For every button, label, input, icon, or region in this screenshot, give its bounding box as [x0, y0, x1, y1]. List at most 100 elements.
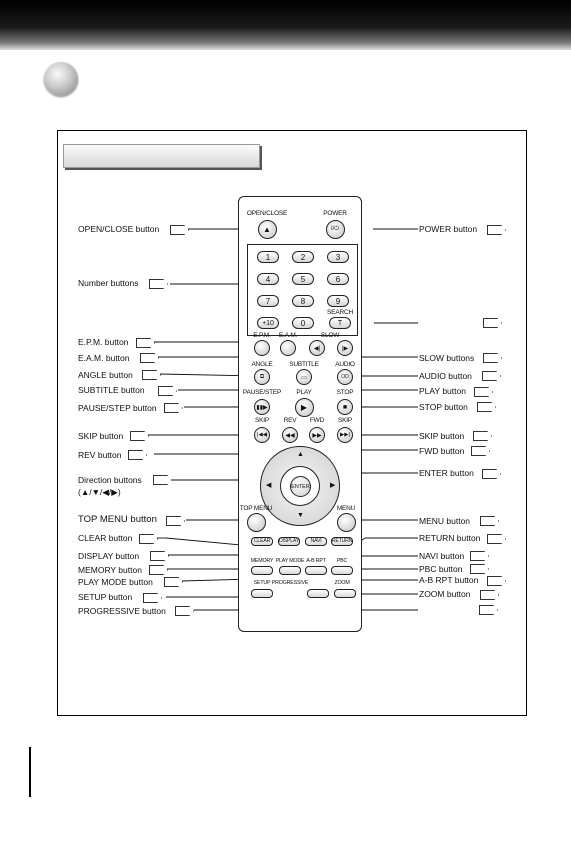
- memory-button[interactable]: [251, 565, 273, 575]
- number-button-0[interactable]: 0: [292, 317, 314, 329]
- stop-button[interactable]: ■: [337, 399, 353, 415]
- angle-button[interactable]: ⧉: [254, 369, 270, 385]
- eam-button[interactable]: [280, 340, 296, 356]
- angle-callout: ANGLE button: [78, 370, 133, 380]
- pbc-callout: PBC button: [419, 564, 463, 574]
- eam-label: E.A.M.: [278, 332, 298, 339]
- number-button-3[interactable]: 3: [327, 251, 349, 263]
- page-ref-box: [480, 516, 499, 526]
- menu-button[interactable]: [336, 512, 356, 532]
- stop-callout: STOP button: [419, 402, 468, 412]
- right-arrow-button[interactable]: ▶: [330, 482, 336, 489]
- skip-callout-right: SKIP button: [419, 431, 465, 441]
- page-ref-box: [474, 387, 493, 397]
- header-band: [0, 0, 571, 50]
- number-button-5[interactable]: 5: [292, 273, 314, 285]
- ab-rpt-callout: A-B RPT button: [419, 575, 479, 585]
- zoom-button[interactable]: [334, 588, 356, 598]
- subtitle-button[interactable]: ▭: [296, 369, 312, 385]
- menu-callout: MENU button: [419, 516, 471, 526]
- slow-label: SLOW: [320, 332, 340, 339]
- epm-button[interactable]: [254, 340, 270, 356]
- up-arrow-button[interactable]: ▲: [297, 451, 304, 458]
- pause-step-button[interactable]: ▮▮▶: [254, 399, 270, 415]
- fwd-button[interactable]: ▶▶: [309, 427, 325, 443]
- number-button-2[interactable]: 2: [292, 251, 314, 263]
- number-button-9[interactable]: 9: [327, 295, 349, 307]
- play-mode-label: PLAY MODE: [275, 558, 305, 564]
- audio-label: AUDIO: [335, 361, 355, 368]
- skip-forward-button[interactable]: ▶▶|: [337, 427, 353, 443]
- subtitle-label: SUBTITLE: [289, 361, 319, 368]
- power-callout: POWER button: [419, 224, 478, 234]
- page-ref-box: [149, 279, 168, 289]
- number-button-4[interactable]: 4: [257, 273, 279, 285]
- slow-callout: SLOW buttons: [419, 353, 475, 363]
- power-button[interactable]: I/⏻: [325, 219, 345, 239]
- section-tab: [63, 144, 260, 168]
- page-ref-box: [473, 431, 492, 441]
- setup-label: SETUP: [253, 580, 271, 586]
- rev-button[interactable]: ◀◀: [282, 427, 298, 443]
- play-mode-callout: PLAY MODE button: [78, 577, 153, 587]
- zoom-label: ZOOM: [334, 580, 350, 586]
- angle-label: ANGLE: [251, 361, 273, 368]
- number-button-1[interactable]: 1: [257, 251, 279, 263]
- search-button[interactable]: T: [329, 317, 351, 329]
- top-menu-button[interactable]: [246, 512, 266, 532]
- memory-callout: MEMORY button: [78, 565, 142, 575]
- page-ref-box: [149, 565, 168, 575]
- audio-button[interactable]: OD: [337, 369, 353, 385]
- page-ref-box: [487, 576, 506, 586]
- illustration-frame: [57, 130, 527, 716]
- direction-arrows-callout: (▲/▼/◀/▶): [78, 487, 121, 497]
- stop-label: STOP: [336, 389, 354, 396]
- display-button[interactable]: DISPLAY: [278, 536, 300, 546]
- open-close-button[interactable]: ▲: [257, 219, 277, 239]
- number-button-6[interactable]: 6: [327, 273, 349, 285]
- clear-button[interactable]: CLEAR: [251, 536, 273, 546]
- menu-label: MENU: [336, 505, 356, 512]
- number-button-7[interactable]: 7: [257, 295, 279, 307]
- top-menu-label: TOP MENU: [239, 505, 273, 512]
- power-label: POWER: [323, 210, 347, 217]
- rev-label: REV: [283, 417, 297, 424]
- progressive-callout: PROGRESSIVE button: [78, 606, 166, 616]
- page-ref-box: [166, 516, 185, 526]
- pause-step-label: PAUSE/STEP: [242, 389, 282, 396]
- ab-rpt-button[interactable]: [305, 565, 327, 575]
- enter-button[interactable]: ENTER: [290, 476, 311, 497]
- number-callout: Number buttons: [78, 278, 139, 288]
- return-button[interactable]: RETURN: [331, 536, 353, 546]
- slow-forward-button[interactable]: |▶: [337, 340, 353, 356]
- progressive-button[interactable]: [307, 588, 329, 598]
- audio-callout: AUDIO button: [419, 371, 472, 381]
- play-mode-button[interactable]: [279, 565, 301, 575]
- page-ref-box: [480, 590, 499, 600]
- page-ref-box: [470, 551, 489, 561]
- page-ref-box: [130, 431, 149, 441]
- margin-rule: [29, 747, 31, 797]
- page-ref-box: [150, 551, 169, 561]
- open-close-label: OPEN/CLOSE: [246, 210, 288, 217]
- number-pad-box: [247, 244, 358, 336]
- epm-callout: E.P.M. button: [78, 337, 129, 347]
- number-button-plus10[interactable]: +10: [257, 317, 279, 329]
- page-ref-box: [164, 577, 183, 587]
- page-ref-box: [487, 534, 506, 544]
- skip-back-button[interactable]: |◀◀: [254, 427, 270, 443]
- pbc-button[interactable]: [331, 565, 353, 575]
- page-ref-box: [139, 534, 158, 544]
- page-ref-box: [164, 403, 183, 413]
- down-arrow-button[interactable]: ▼: [297, 512, 304, 519]
- slow-reverse-button[interactable]: ◀|: [309, 340, 325, 356]
- left-arrow-button[interactable]: ◀: [266, 482, 272, 489]
- page-ref-box: [470, 564, 489, 574]
- play-button[interactable]: ▶: [294, 397, 314, 417]
- number-button-8[interactable]: 8: [292, 295, 314, 307]
- direction-callout: Direction buttons: [78, 475, 142, 485]
- fwd-callout: FWD button: [419, 446, 465, 456]
- setup-button[interactable]: [251, 588, 273, 598]
- navi-button[interactable]: NAVI: [305, 536, 327, 546]
- pbc-label: PBC: [336, 558, 348, 564]
